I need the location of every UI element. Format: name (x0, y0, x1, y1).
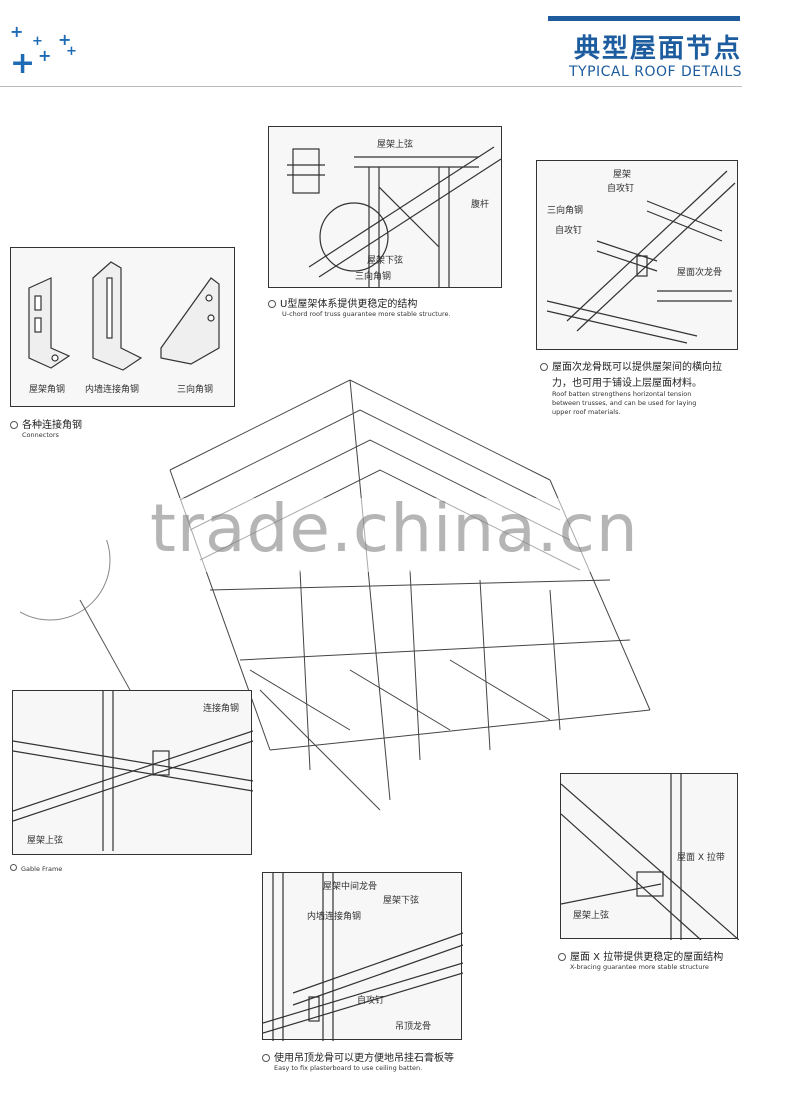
label-connecting-angle: 连接角钢 (203, 704, 240, 714)
label-top-chord: 屋架上弦 (573, 911, 610, 921)
u-chord-drawing (287, 146, 502, 287)
label-bottom-chord: 屋架下弦 (367, 256, 404, 266)
roof-batten-caption-en: Roof batten strengthens horizontal tensi… (552, 390, 697, 416)
gable-frame-panel: 连接角钢 屋架上弦 (12, 690, 253, 855)
u-chord-caption-en: U-chord roof truss guarantee more stable… (282, 310, 451, 318)
label-screw-2: 自攻钉 (555, 226, 583, 236)
gable-frame-caption: Gable Frame (10, 864, 62, 874)
x-bracing-drawing (561, 774, 739, 940)
label-bottom-chord: 屋架下弦 (383, 896, 420, 906)
ceiling-batten-caption: 使用吊顶龙骨可以更方便地吊挂石膏板等 (262, 1049, 454, 1064)
u-chord-caption: U型屋架体系提供更稳定的结构 (268, 295, 417, 310)
ceiling-batten-panel: 屋架中间龙骨 屋架下弦 内墙连接角钢 自攻钉 吊顶龙骨 (262, 872, 463, 1041)
page-title: 典型屋面节点 (573, 34, 742, 64)
label-three-way-angle: 三向角钢 (177, 385, 214, 395)
watermark-band (0, 498, 800, 572)
page-subtitle: TYPICAL ROOF DETAILS (568, 64, 742, 80)
connectors-drawing (28, 261, 220, 371)
label-web-member: 腹杆 (471, 200, 490, 210)
label-top-chord: 屋架上弦 (27, 836, 64, 846)
label-interior-wall-angle: 内墙连接角钢 (307, 912, 362, 922)
label-truss: 屋架 (613, 170, 632, 180)
label-three-way-angle: 三向角钢 (355, 272, 392, 282)
gable-callout-line (20, 540, 131, 691)
title-accent-bar (548, 16, 740, 21)
label-three-way-angle: 三向角钢 (547, 206, 584, 216)
label-screw: 自攻钉 (607, 184, 635, 194)
ceiling-batten-caption-en: Easy to fix plasterboard to use ceiling … (274, 1064, 423, 1072)
roof-batten-detail-panel: 屋架 自攻钉 三向角钢 自攻钉 屋面次龙骨 (536, 160, 738, 350)
connectors-panel: 屋架角钢 内墙连接角钢 三向角钢 (10, 247, 235, 407)
label-interior-wall-angle: 内墙连接角钢 (85, 385, 140, 395)
roof-batten-caption-2: 力，也可用于铺设上层屋面材料。 (552, 378, 702, 389)
roof-batten-caption: 屋面次龙骨既可以提供屋架间的横向拉 (540, 358, 722, 373)
watermark-text: trade.china.cn (150, 490, 639, 567)
u-chord-detail-panel: 屋架上弦 腹杆 屋架下弦 三向角钢 (268, 126, 502, 288)
ceiling-batten-drawing (263, 873, 463, 1041)
label-roof-batten: 屋面次龙骨 (677, 268, 723, 278)
label-top-chord: 屋架上弦 (377, 140, 414, 150)
label-screw: 自攻钉 (357, 996, 385, 1006)
label-truss-mid-stud: 屋架中间龙骨 (323, 882, 378, 892)
roof-batten-drawing (546, 170, 736, 344)
x-bracing-panel: 屋面 X 拉带 屋架上弦 (560, 773, 739, 940)
connectors-caption-en: Connectors (22, 431, 59, 439)
connectors-caption: 各种连接角钢 (10, 416, 82, 431)
x-bracing-caption: 屋面 X 拉带提供更稳定的屋面结构 (558, 948, 723, 963)
label-truss-angle: 屋架角钢 (29, 385, 66, 395)
gable-frame-drawing (13, 691, 253, 851)
header-divider (0, 86, 742, 87)
label-roof-x-strap: 屋面 X 拉带 (677, 853, 725, 863)
x-bracing-caption-en: X-bracing guarantee more stable structur… (570, 963, 709, 971)
label-ceiling-batten: 吊顶龙骨 (395, 1022, 432, 1032)
